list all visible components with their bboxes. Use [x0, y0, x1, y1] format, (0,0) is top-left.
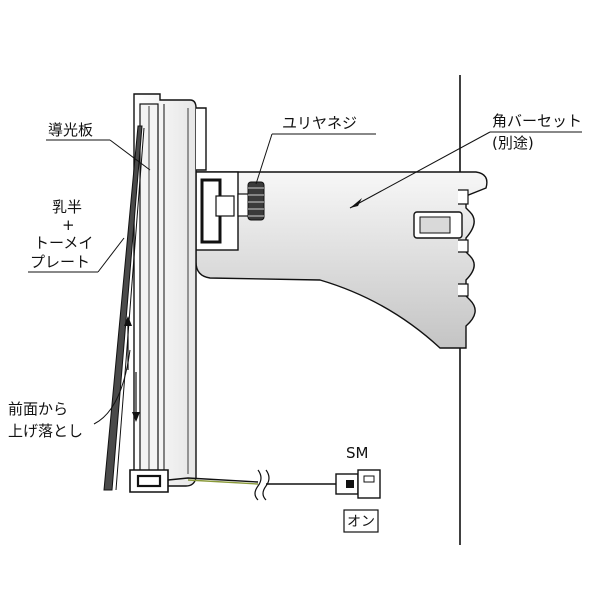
bracket-hook-bottom: [458, 283, 469, 297]
label-bar-set-line1: 角バーセット: [492, 112, 582, 130]
label-milky-line4: プレート: [30, 253, 90, 271]
bottom-clip-inner: [136, 474, 162, 488]
front-plate-edge: [115, 127, 145, 491]
bracket-hook-middle: [458, 239, 469, 253]
label-milky-line1: 乳半: [52, 198, 82, 216]
leader-front-drop: [93, 349, 131, 425]
label-milky-line3: トーメイ: [34, 234, 93, 252]
label-connector: SM: [346, 444, 368, 462]
label-milky-line2: +: [62, 216, 75, 234]
label-bar-set-line2: (別途): [492, 134, 534, 152]
switch-box-label: オン: [347, 514, 375, 530]
leader-bar-set: [349, 131, 582, 209]
leader-light-guide: [46, 139, 151, 171]
bracket-slot-inner: [419, 216, 451, 234]
label-screw: ユリヤネジ: [282, 114, 357, 132]
cable-accent: [187, 479, 259, 485]
clamp-block-lug: [215, 195, 235, 217]
switch-box: [343, 509, 379, 533]
slide-down-arrow: [132, 372, 140, 422]
label-front-drop-line1: 前面から: [8, 400, 68, 418]
cable: [167, 477, 259, 483]
screw-knurled-head: [247, 181, 265, 221]
front-plate: [103, 125, 143, 491]
bracket-hook-top: [458, 189, 469, 205]
leader-milky-plate: [28, 237, 125, 273]
sm-connector: [335, 469, 381, 499]
label-front-drop-line2: 上げ落とし: [8, 422, 83, 440]
cable-break-mark: [254, 469, 270, 501]
leader-screw: [255, 133, 376, 185]
housing-top-step: [196, 107, 207, 171]
label-light-guide: 導光板: [48, 121, 93, 139]
